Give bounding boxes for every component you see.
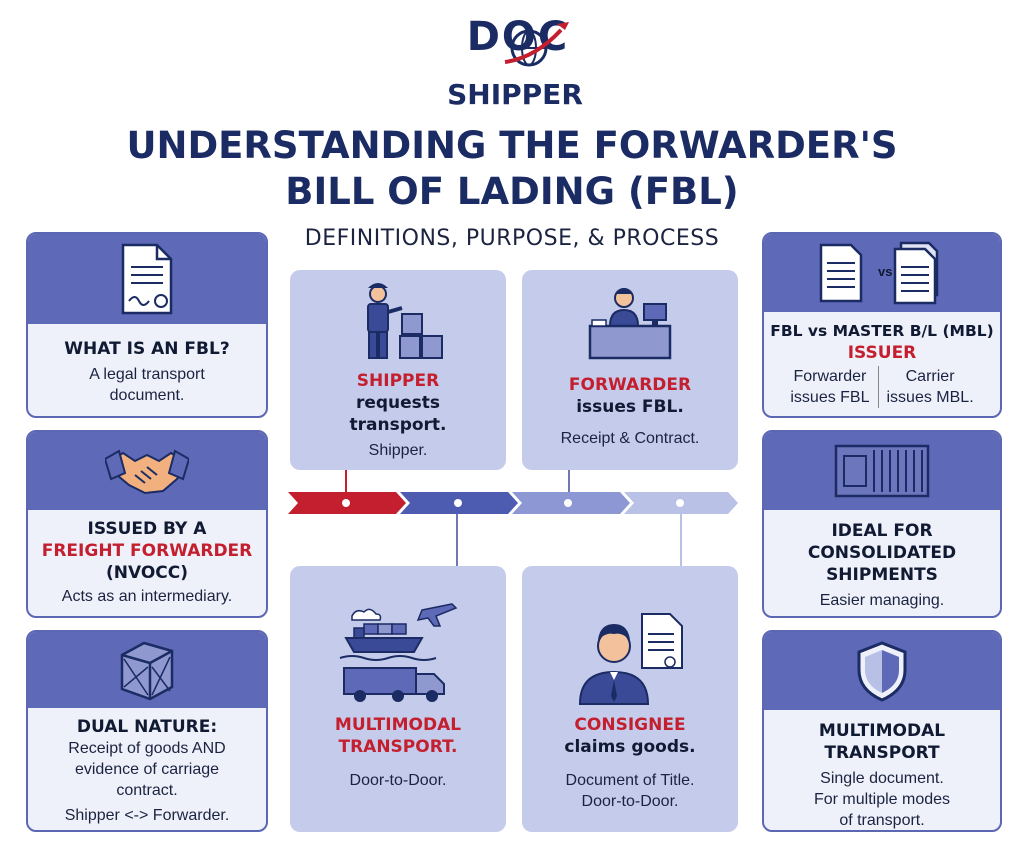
card-dual-nature: DUAL NATURE: Receipt of goods AND eviden… xyxy=(26,630,268,832)
card-heading: ISSUED BY A xyxy=(87,519,207,539)
card-text: For multiple modes xyxy=(813,791,951,808)
comparison-left: issues FBL xyxy=(790,389,870,406)
handshake-icon xyxy=(105,449,189,495)
document-seal-icon xyxy=(121,243,173,315)
card-text: document. xyxy=(109,387,185,404)
process-action: issues FBL. xyxy=(576,397,684,417)
process-note: Receipt & Contract. xyxy=(560,430,700,447)
office-desk-icon xyxy=(588,288,672,360)
card-header xyxy=(28,632,266,708)
process-step-forwarder: FORWARDER issues FBL. Receipt & Contract… xyxy=(522,270,738,470)
crate-icon xyxy=(120,641,174,701)
process-step-consignee: CONSIGNEE claims goods. Document of Titl… xyxy=(522,566,738,832)
card-header xyxy=(28,432,266,510)
card-header xyxy=(764,432,1000,510)
globe-plane-icon xyxy=(504,22,569,67)
container-icon xyxy=(834,444,930,498)
card-text: Single document. xyxy=(820,770,944,787)
process-role: SHIPPER xyxy=(356,371,440,391)
process-role: CONSIGNEE xyxy=(574,715,686,735)
timeline-dot xyxy=(564,499,572,507)
card-text: Shipper <-> Forwarder. xyxy=(64,807,230,824)
card-issued-by: ISSUED BY A FREIGHT FORWARDER (NVOCC) Ac… xyxy=(26,430,268,618)
card-heading: TRANSPORT xyxy=(824,743,940,763)
card-heading: IDEAL FOR xyxy=(831,521,933,541)
timeline-dot xyxy=(676,499,684,507)
ship-truck-plane-icon xyxy=(339,603,458,702)
card-header xyxy=(764,632,1000,710)
card-heading: WHAT IS AN FBL? xyxy=(64,339,230,359)
worker-boxes-icon xyxy=(367,283,443,359)
timeline-dot xyxy=(342,499,350,507)
card-text: contract. xyxy=(116,782,178,799)
card-what-is-fbl: WHAT IS AN FBL? A legal transport docume… xyxy=(26,232,268,418)
connector-line xyxy=(456,514,458,568)
card-heading: SHIPMENTS xyxy=(826,565,938,585)
process-step-shipper: SHIPPER requests transport. Shipper. xyxy=(290,270,506,470)
page-subtitle: DEFINITIONS, PURPOSE, & PROCESS xyxy=(304,226,720,251)
doc-shipper-logo: DOC SHIPPER xyxy=(440,14,590,114)
process-action: requests xyxy=(355,393,441,413)
card-consolidated: IDEAL FOR CONSOLIDATED SHIPMENTS Easier … xyxy=(762,430,1002,618)
card-header xyxy=(28,234,266,324)
card-highlight: FREIGHT FORWARDER xyxy=(41,541,253,561)
issuer-comparison: Forwarder issues FBL Carrier issues MBL. xyxy=(770,366,994,408)
comparison-right: Carrier xyxy=(905,368,955,385)
card-highlight: ISSUER xyxy=(847,343,917,363)
card-fbl-vs-mbl: vs FBL vs MASTER B/L (MBL) ISSUER Forwar… xyxy=(762,232,1002,418)
card-heading: CONSOLIDATED xyxy=(807,543,957,563)
page-title-line2: BILL OF LADING (FBL) xyxy=(285,170,739,213)
card-text: Receipt of goods AND xyxy=(68,740,226,757)
card-heading: DUAL NATURE: xyxy=(76,717,218,737)
card-text: Easier managing. xyxy=(819,592,945,609)
comparison-right: issues MBL. xyxy=(886,389,974,406)
connector-line xyxy=(345,470,347,492)
process-note: Shipper. xyxy=(368,442,428,459)
shield-icon xyxy=(857,641,907,702)
logo-text-shipper: SHIPPER xyxy=(447,78,583,111)
vs-label: vs xyxy=(878,264,893,279)
documents-compare-icon xyxy=(819,241,939,305)
timeline-dot xyxy=(454,499,462,507)
card-text: A legal transport xyxy=(89,366,205,383)
connector-line xyxy=(680,514,682,568)
process-role: TRANSPORT. xyxy=(338,737,458,757)
process-note: Door-to-Door. xyxy=(581,793,679,810)
card-header: vs xyxy=(764,234,1000,312)
process-role: FORWARDER xyxy=(568,375,692,395)
consignee-document-icon xyxy=(578,613,683,705)
process-action: claims goods. xyxy=(564,737,696,757)
process-action: transport. xyxy=(349,415,447,435)
card-text: evidence of carriage xyxy=(74,761,220,778)
process-role: MULTIMODAL xyxy=(334,715,462,735)
card-heading: (NVOCC) xyxy=(105,563,189,583)
card-text: of transport. xyxy=(839,812,925,829)
process-note: Door-to-Door. xyxy=(349,772,447,789)
connector-line xyxy=(568,470,570,492)
card-text: Acts as an intermediary. xyxy=(61,588,233,605)
card-multimodal: MULTIMODAL TRANSPORT Single document. Fo… xyxy=(762,630,1002,832)
process-timeline xyxy=(288,492,738,514)
process-note: Document of Title. xyxy=(565,772,695,789)
comparison-left: Forwarder xyxy=(793,368,867,385)
card-heading: FBL vs MASTER B/L (MBL) xyxy=(770,322,994,340)
process-step-multimodal: MULTIMODAL TRANSPORT. Door-to-Door. xyxy=(290,566,506,832)
page-title-line1: UNDERSTANDING THE FORWARDER'S xyxy=(126,124,898,167)
card-heading: MULTIMODAL xyxy=(818,721,946,741)
